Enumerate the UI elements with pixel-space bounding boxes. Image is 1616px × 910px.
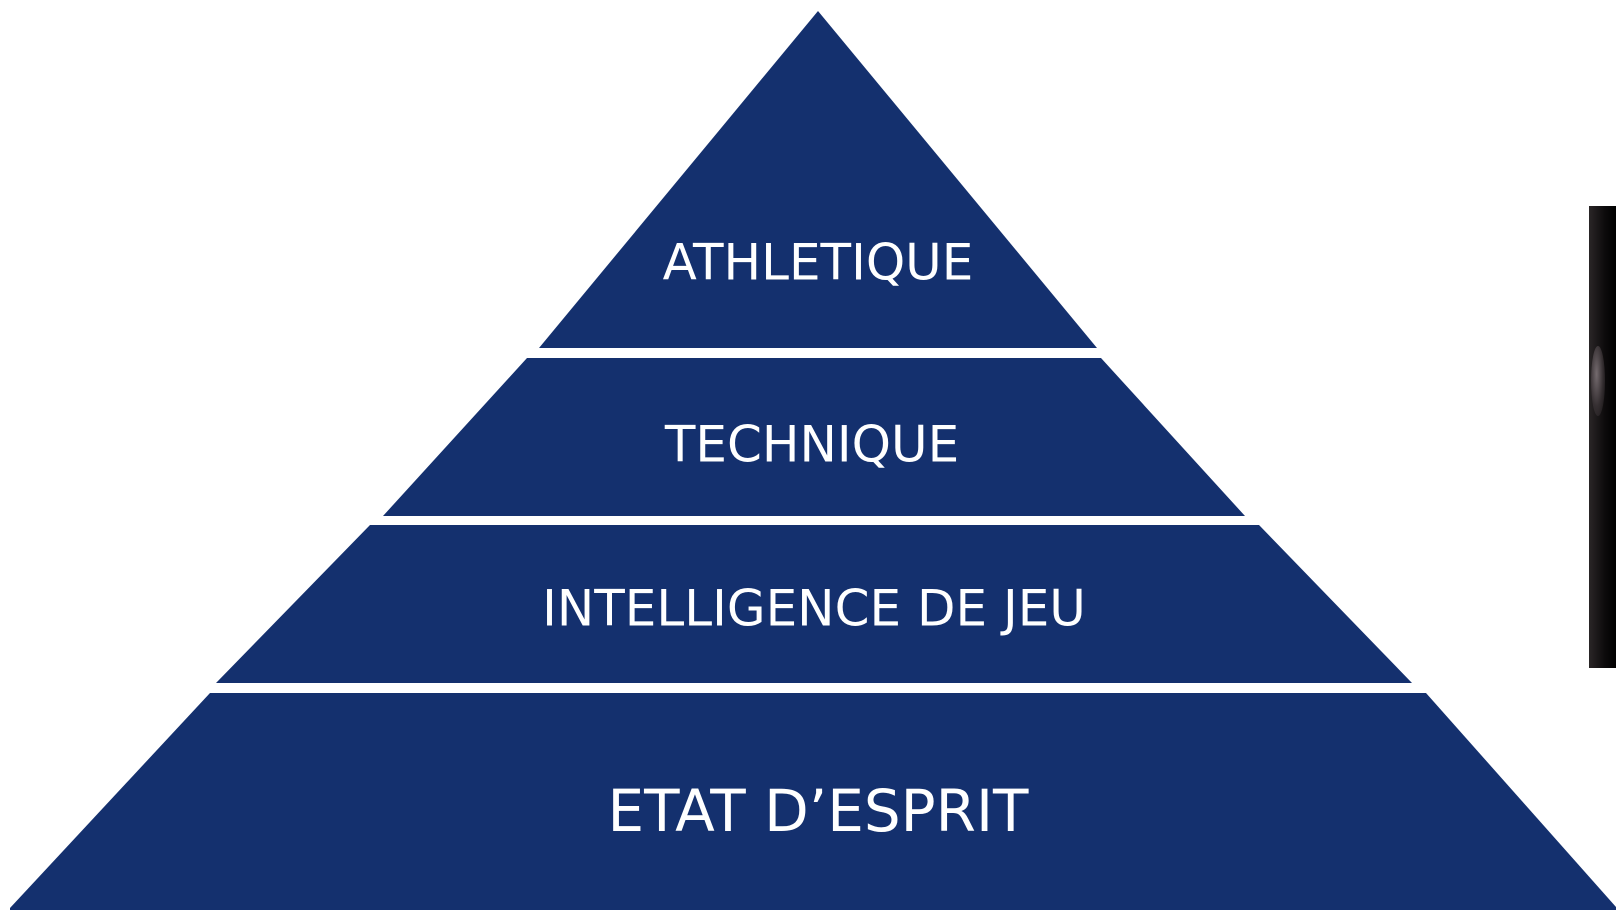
tier-label-athletique: ATHLETIQUE — [663, 234, 974, 292]
pyramid-tier-technique — [383, 358, 1245, 516]
tier-label-intelligence-de-jeu: INTELLIGENCE DE JEU — [542, 580, 1086, 638]
photo-icon — [1591, 346, 1605, 416]
tier-label-etat-d-esprit: ETAT D’ESPRIT — [608, 777, 1030, 845]
pyramid-tier-etat-d-esprit — [10, 693, 1616, 910]
pyramid-tier-athletique — [539, 11, 1097, 348]
side-photo — [1589, 206, 1616, 668]
tier-label-technique: TECHNIQUE — [664, 416, 959, 474]
pyramid-tier-intelligence-de-jeu — [216, 525, 1412, 683]
